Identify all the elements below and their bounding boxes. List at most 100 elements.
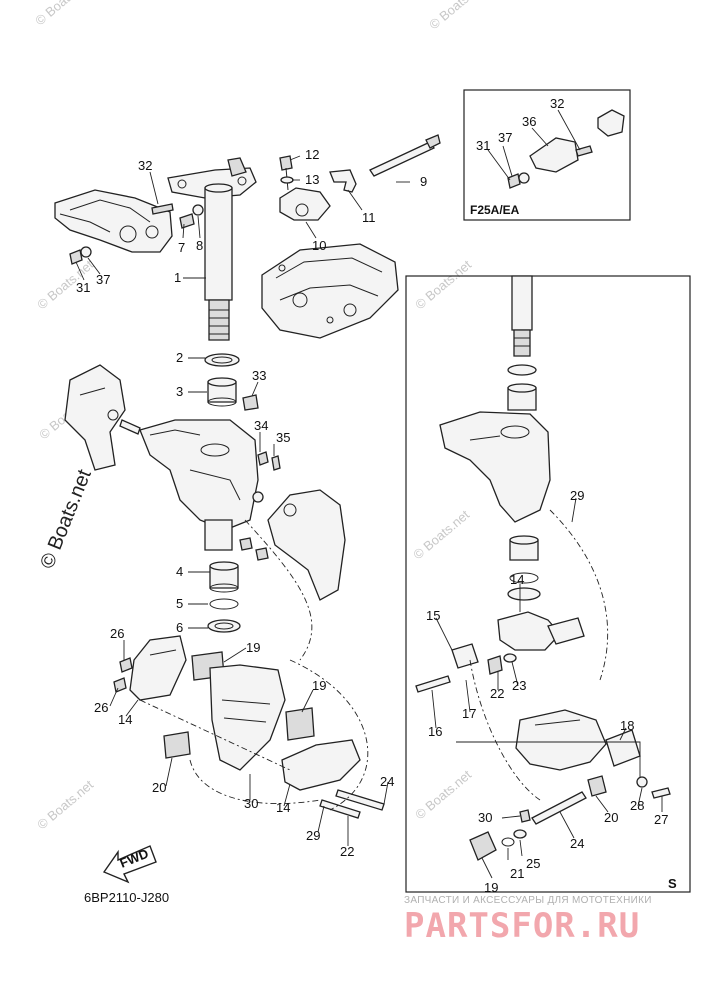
s-bolts [415, 675, 671, 825]
callout-10: 10 [312, 238, 326, 253]
nut-and-washer [69, 204, 204, 265]
callout-19: 19 [484, 880, 498, 895]
callout-8: 8 [196, 238, 203, 253]
callout-4: 4 [176, 564, 183, 579]
callout-32: 32 [550, 96, 564, 111]
inset-label: F25A/EA [470, 203, 520, 217]
callout-24: 24 [380, 774, 394, 789]
brand-logo: PARTSFOR.RU [404, 906, 641, 946]
callout-31: 31 [476, 138, 490, 153]
callout-11: 11 [362, 210, 376, 225]
callout-26: 26 [94, 700, 108, 715]
stud-bolt [151, 203, 174, 215]
callout-27: 27 [654, 812, 668, 827]
watermark: © Boats.net [410, 507, 472, 563]
callout-2: 2 [176, 350, 183, 365]
watermark: © Boats.net [412, 767, 474, 823]
callout-16: 16 [428, 724, 442, 739]
inset-box [463, 89, 631, 221]
variant-s-frame [405, 275, 691, 893]
callout-23: 23 [512, 678, 526, 693]
inset-parts [507, 109, 625, 189]
callout-1: 1 [174, 270, 181, 285]
bolt-12-washer-13 [279, 155, 294, 191]
s-swivel-bracket [439, 411, 551, 523]
callout-25: 25 [526, 856, 540, 871]
callout-29: 29 [306, 828, 320, 843]
callout-29: 29 [570, 488, 584, 503]
small-bolt-and-washer [239, 491, 269, 561]
center-line [189, 759, 321, 805]
lower-mount-housing-right [281, 739, 361, 791]
s-lower-bushings [507, 535, 541, 601]
callout-22: 22 [340, 844, 354, 859]
callout-37: 37 [498, 130, 512, 145]
callout-30: 30 [478, 810, 492, 825]
watermark: © Boats.net [426, 0, 488, 32]
o-ring-5 [209, 598, 239, 610]
center-line [289, 659, 369, 811]
callout-30: 30 [244, 796, 258, 811]
callout-32: 32 [138, 158, 152, 173]
s-bushings [507, 364, 537, 411]
callout-14: 14 [276, 800, 290, 815]
through-bolt-9 [369, 134, 441, 177]
bottom-mount-bracket [54, 189, 173, 253]
lower-casing [209, 664, 286, 771]
callout-31: 31 [76, 280, 90, 295]
callout-24: 24 [570, 836, 584, 851]
callout-18: 18 [620, 718, 634, 733]
s-steering-shaft [511, 275, 533, 357]
callout-36: 36 [522, 114, 536, 129]
pad-33 [242, 394, 259, 411]
callout-5: 5 [176, 596, 183, 611]
callout-6: 6 [176, 620, 183, 635]
center-line [549, 509, 609, 681]
bolts-22-24 [319, 789, 385, 819]
callout-15: 15 [426, 608, 440, 623]
grease-nipple-34-35 [257, 451, 281, 471]
clip-11 [329, 169, 357, 193]
clamp-bracket-right [267, 489, 346, 601]
fwd-arrow: FWD [102, 845, 157, 884]
callout-19: 19 [246, 640, 260, 655]
s-bolt-30 [519, 809, 531, 823]
callout-33: 33 [252, 368, 266, 383]
variant-s-label: S [668, 876, 677, 891]
leader-lines [75, 109, 663, 879]
bushing-4 [209, 561, 239, 593]
callout-26: 26 [110, 626, 124, 641]
callout-34: 34 [254, 418, 268, 433]
bushing-washer-2 [204, 353, 240, 367]
mount-rubber-10 [279, 187, 331, 221]
steering-arm-plate [167, 157, 257, 199]
washer-6 [207, 619, 241, 633]
callout-14: 14 [118, 712, 132, 727]
diagram-code: 6BP2110-J280 [84, 890, 170, 905]
callout-20: 20 [604, 810, 618, 825]
callout-28: 28 [630, 798, 644, 813]
callout-numbers: 32 1 7 8 31 37 12 13 9 10 11 2 3 33 34 3… [76, 96, 668, 895]
watermark-large: © Boats.net [36, 466, 96, 572]
callout-9: 9 [420, 174, 427, 189]
callout-17: 17 [462, 706, 476, 721]
watermark: © Boats.net [412, 257, 474, 313]
clamp-bracket-left [64, 364, 126, 471]
watermark: © Boats.net [34, 777, 96, 833]
callout-19: 19 [312, 678, 326, 693]
mount-cover-20 [163, 731, 191, 759]
callout-20: 20 [152, 780, 166, 795]
callout-35: 35 [276, 430, 290, 445]
s-lower-mount [451, 611, 585, 675]
callout-7: 7 [178, 240, 185, 255]
sub-frame [456, 741, 641, 778]
center-line [469, 659, 541, 801]
lower-mount-housing-left [113, 635, 187, 701]
tilt-shaft [119, 419, 141, 435]
callout-3: 3 [176, 384, 183, 399]
callout-21: 21 [510, 866, 524, 881]
callout-22: 22 [490, 686, 504, 701]
s-lower-casing [515, 709, 648, 797]
steering-shaft [204, 183, 233, 341]
